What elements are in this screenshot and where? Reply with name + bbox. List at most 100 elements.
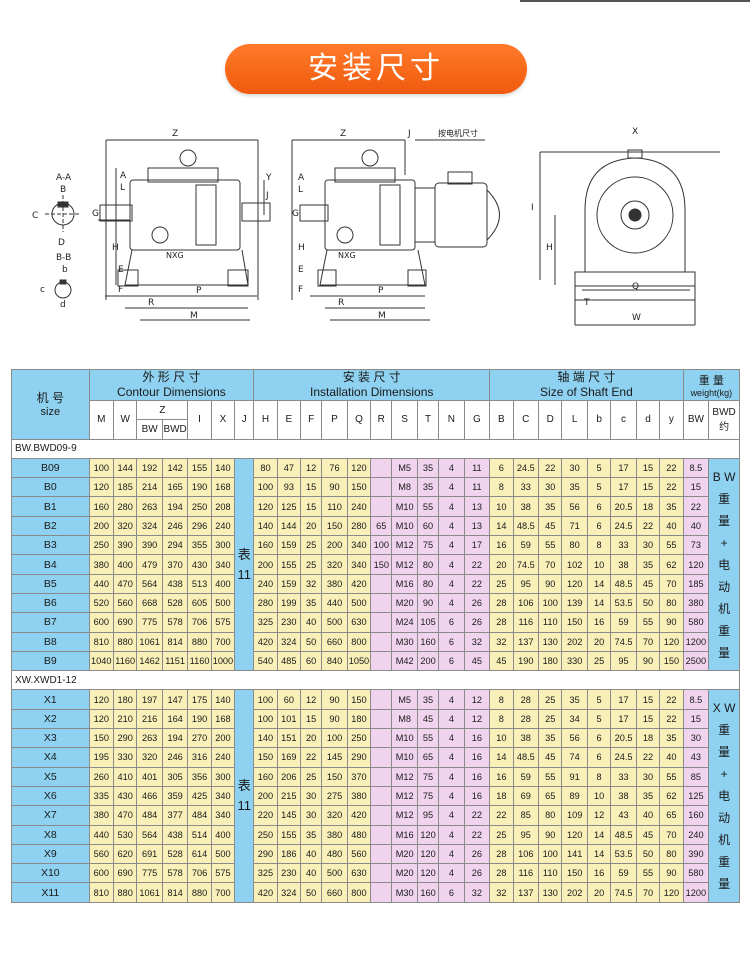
col-header-q: Q <box>346 400 372 440</box>
cell: 169 <box>276 747 302 768</box>
col-header-d2: d <box>635 400 661 440</box>
cell: 140 <box>210 457 236 479</box>
cell: 6 <box>489 457 514 479</box>
d2-label-e: E <box>298 265 304 275</box>
col-header-n: N <box>438 400 465 440</box>
cell: 14 <box>586 592 612 614</box>
cell: 43 <box>610 805 637 826</box>
cell: 425 <box>187 785 212 807</box>
cell: 90 <box>416 592 440 614</box>
cell: 90 <box>538 573 563 594</box>
drawing-side-view-with-motor <box>291 139 500 321</box>
cell: 20 <box>586 882 612 903</box>
cell: 15 <box>300 477 323 498</box>
cell: 4 <box>438 554 465 575</box>
cell: 390 <box>112 535 138 556</box>
cell: 34 <box>561 708 588 730</box>
cell: 30 <box>300 785 323 807</box>
cell: 43 <box>682 747 710 768</box>
header-shaft-en: Size of Shaft End <box>540 385 633 399</box>
cell: 116 <box>512 863 540 884</box>
col-header-r: R <box>370 400 393 440</box>
d1-label-y: Y <box>265 173 272 183</box>
cell: 16 <box>463 785 491 807</box>
cell: 120 <box>416 824 440 845</box>
cell: 59 <box>512 535 540 556</box>
cell: 210 <box>112 708 138 730</box>
cell: 40 <box>300 612 323 633</box>
cell: 28 <box>512 689 540 710</box>
cell: 26 <box>463 592 491 614</box>
d1-label-model: NXG <box>166 251 184 260</box>
d3-label-q: Q <box>632 282 639 292</box>
row-size: X2 <box>11 708 90 730</box>
cell: 200 <box>253 785 278 807</box>
cell: M12 <box>391 554 418 575</box>
col-header-bw: BW <box>136 419 163 440</box>
cell: 880 <box>112 882 138 903</box>
cell: M10 <box>391 747 418 768</box>
cell: 45 <box>416 708 440 730</box>
cell <box>370 708 393 730</box>
cell: 93 <box>276 477 302 498</box>
cell: 100 <box>538 843 563 865</box>
cell <box>370 496 393 517</box>
cell: 180 <box>112 689 138 710</box>
group-header: BW.BWD09-9 <box>11 438 740 459</box>
cell: 28 <box>489 592 514 614</box>
cell: 880 <box>112 631 138 652</box>
cell: 120 <box>88 477 115 498</box>
header-shaft-zh: 轴 端 尺 寸 <box>557 370 616 385</box>
cell: 65 <box>370 515 393 537</box>
cell: 159 <box>276 573 302 594</box>
cell: 144 <box>276 515 302 537</box>
cell: 90 <box>321 689 348 710</box>
cell: 8.5 <box>682 457 710 479</box>
cell: 668 <box>136 592 163 614</box>
cell: 580 <box>682 863 710 884</box>
cell: 74.5 <box>610 631 637 652</box>
col-header-p: P <box>321 400 348 440</box>
cell: 164 <box>161 708 189 730</box>
cell: 95 <box>512 573 540 594</box>
cell: 30 <box>635 766 661 787</box>
col-header-x: X <box>210 400 236 440</box>
cell: 15 <box>300 708 323 730</box>
col-header-c: C <box>512 400 540 440</box>
cell: 5 <box>586 477 612 498</box>
d1-label-b: B <box>60 185 66 195</box>
cell: 540 <box>253 650 278 672</box>
cell: 48.5 <box>512 747 540 768</box>
cell: 18 <box>489 785 514 807</box>
cell: 102 <box>561 554 588 575</box>
cell: 316 <box>187 747 212 768</box>
cell: 4 <box>438 843 465 865</box>
col-header-t: T <box>416 400 440 440</box>
cell: 355 <box>187 535 212 556</box>
cell: 470 <box>112 573 138 594</box>
cell: 24.5 <box>610 515 637 537</box>
cell: 5 <box>586 689 612 710</box>
cell: 305 <box>161 766 189 787</box>
cell: 480 <box>321 843 348 865</box>
cell: 100 <box>253 708 278 730</box>
cell: 62 <box>659 785 684 807</box>
cell: 1040 <box>88 650 115 672</box>
cell: 4 <box>438 805 465 826</box>
cell: 5 <box>586 457 612 479</box>
cell <box>370 477 393 498</box>
cell: 35 <box>416 477 440 498</box>
cell: 320 <box>136 747 163 768</box>
cell: 324 <box>136 515 163 537</box>
cell: 35 <box>538 496 563 517</box>
cell: 16 <box>463 728 491 749</box>
cell: 16 <box>489 766 514 787</box>
cell <box>370 612 393 633</box>
cell: M8 <box>391 708 418 730</box>
cell: M20 <box>391 863 418 884</box>
cell: 6 <box>586 747 612 768</box>
